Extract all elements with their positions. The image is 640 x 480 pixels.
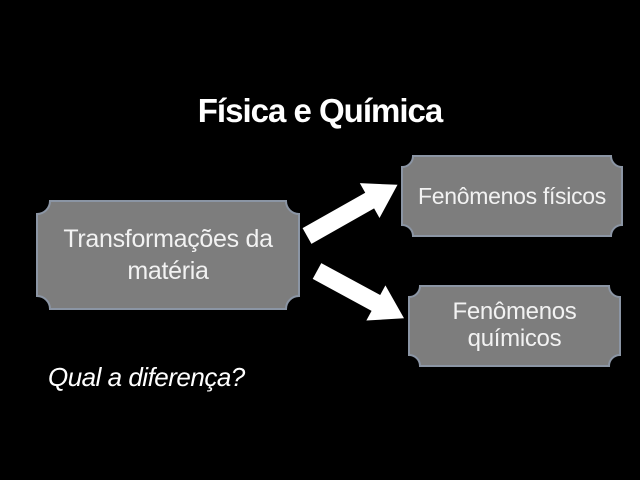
box-label: Fenômenos químicos bbox=[452, 298, 577, 352]
arrow-up-right-icon bbox=[302, 183, 398, 244]
box-label: Fenômenos físicos bbox=[418, 182, 606, 209]
arrow-down-right-icon bbox=[312, 263, 405, 321]
slide-title: Física e Química bbox=[197, 92, 443, 129]
question-text: Qual a diferença? bbox=[48, 362, 245, 392]
box-fenomenos-quimicos: Fenômenos químicos bbox=[408, 285, 621, 367]
plaque-shape bbox=[408, 285, 621, 367]
plaque-shape bbox=[36, 200, 300, 310]
box-transformacoes-da-materia: Transformações da matéria bbox=[36, 200, 300, 310]
box-fenomenos-fisicos: Fenômenos físicos bbox=[401, 155, 623, 237]
plaque-shape bbox=[401, 155, 623, 237]
box-label: Transformações da matéria bbox=[63, 224, 273, 286]
